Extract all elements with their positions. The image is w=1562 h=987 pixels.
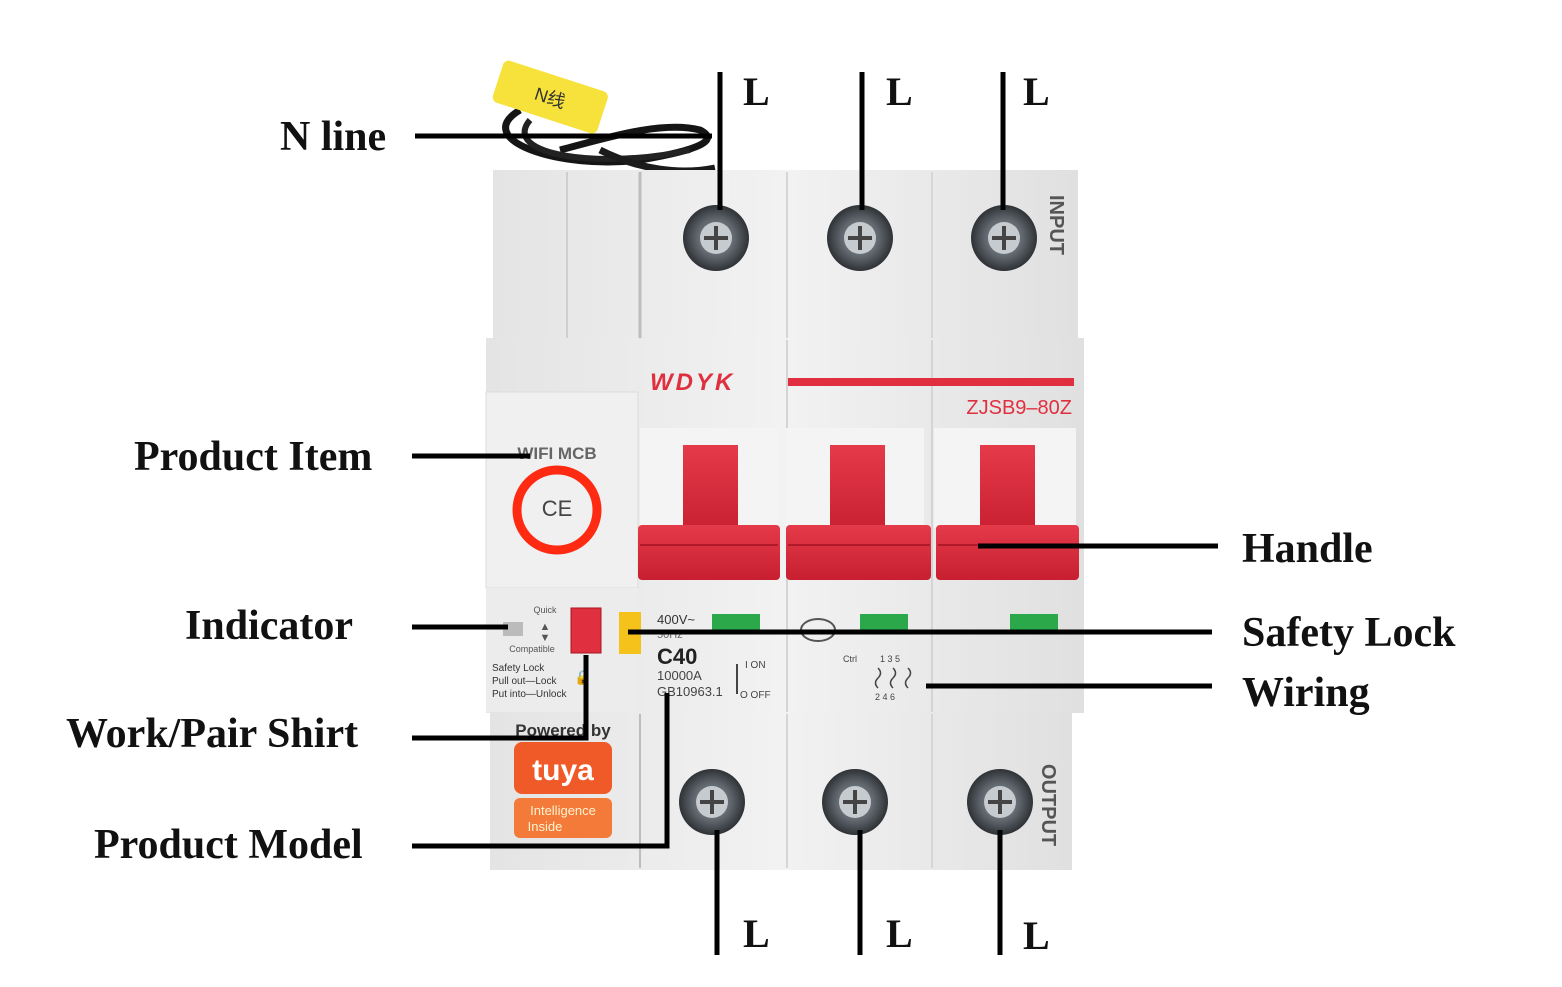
callout-safety-lock: Safety Lock bbox=[1242, 610, 1456, 656]
voltage-text: 400V~ bbox=[657, 612, 695, 627]
put-into-text: Put into—Unlock bbox=[492, 689, 567, 700]
on-text: I ON bbox=[745, 660, 766, 671]
leader-lines bbox=[412, 133, 1218, 849]
top-terminal-label-1: L bbox=[743, 69, 770, 114]
handle-3 bbox=[934, 428, 1079, 580]
arrow-up-icon: ▲ bbox=[540, 621, 551, 633]
ce-highlight-ring bbox=[512, 465, 602, 555]
leader-work-pair bbox=[412, 655, 589, 741]
bottom-terminal-label-1: L bbox=[743, 911, 770, 956]
bottom-screw-2 bbox=[822, 769, 888, 835]
pull-out-text: Pull out—Lock bbox=[492, 676, 557, 687]
tuya-logo-text: tuya bbox=[532, 754, 594, 787]
input-label: INPUT bbox=[1045, 195, 1067, 255]
n-line-cable: N线 bbox=[492, 60, 716, 175]
output-label: OUTPUT bbox=[1037, 764, 1059, 846]
rating-text: C40 bbox=[657, 644, 697, 669]
top-terminal-label-2: L bbox=[886, 69, 913, 114]
status-window-3 bbox=[1010, 614, 1058, 634]
top-terminal-label-3: L bbox=[1023, 69, 1050, 114]
arrow-down-icon: ▼ bbox=[540, 632, 551, 644]
terminal-lines bbox=[714, 72, 1006, 955]
terminal-top-numbers: 1 3 5 bbox=[880, 654, 900, 664]
inside-text: Inside bbox=[528, 819, 563, 834]
intelligence-text: Intelligence bbox=[530, 803, 596, 818]
bottom-terminal-label-3: L bbox=[1023, 913, 1050, 958]
top-screw-2 bbox=[827, 205, 893, 271]
wiring-coils-icon bbox=[874, 667, 912, 689]
ce-mark: CE bbox=[542, 496, 573, 521]
callout-work-pair-shirt: Work/Pair Shirt bbox=[66, 711, 359, 757]
callout-product-model: Product Model bbox=[94, 822, 363, 868]
callout-handle: Handle bbox=[1242, 526, 1373, 572]
intelligence-badge bbox=[514, 798, 612, 838]
callout-wiring: Wiring bbox=[1242, 670, 1370, 716]
n-line-tag: N线 bbox=[492, 60, 608, 134]
capacity-text: 10000A bbox=[657, 668, 702, 683]
terminal-bottom-numbers: 2 4 6 bbox=[875, 692, 895, 702]
bottom-terminal-label-2: L bbox=[886, 911, 913, 956]
handle-2 bbox=[786, 428, 931, 580]
leader-product-model bbox=[412, 693, 670, 849]
model-text: ZJSB9–80Z bbox=[966, 397, 1072, 419]
top-screw-1 bbox=[683, 205, 749, 271]
callout-product-item: Product Item bbox=[134, 434, 373, 480]
handle-1 bbox=[638, 428, 780, 580]
callout-n-line: N line bbox=[280, 114, 387, 160]
wifi-mcb-text: WIFI MCB bbox=[517, 444, 596, 463]
bottom-screw-3 bbox=[967, 769, 1033, 835]
standard-text: GB10963.1 bbox=[657, 684, 723, 699]
status-window-2 bbox=[860, 614, 908, 634]
off-text: O OFF bbox=[740, 690, 771, 701]
brand-stripe bbox=[788, 378, 1074, 386]
callout-indicator: Indicator bbox=[185, 603, 353, 649]
tuya-logo bbox=[514, 742, 612, 794]
safety-lock-small-text: Safety Lock bbox=[492, 663, 545, 674]
brand-logo: WDYK bbox=[650, 369, 735, 396]
bottom-screw-1 bbox=[679, 769, 745, 835]
quick-text: Quick bbox=[533, 605, 557, 615]
lock-icon: 🔒 bbox=[574, 669, 591, 686]
ctrl-text: Ctrl bbox=[843, 654, 857, 664]
status-window-1 bbox=[712, 614, 760, 634]
compatible-text: Compatible bbox=[509, 644, 555, 654]
work-pair-switch bbox=[570, 607, 602, 654]
top-screw-3 bbox=[971, 205, 1037, 271]
